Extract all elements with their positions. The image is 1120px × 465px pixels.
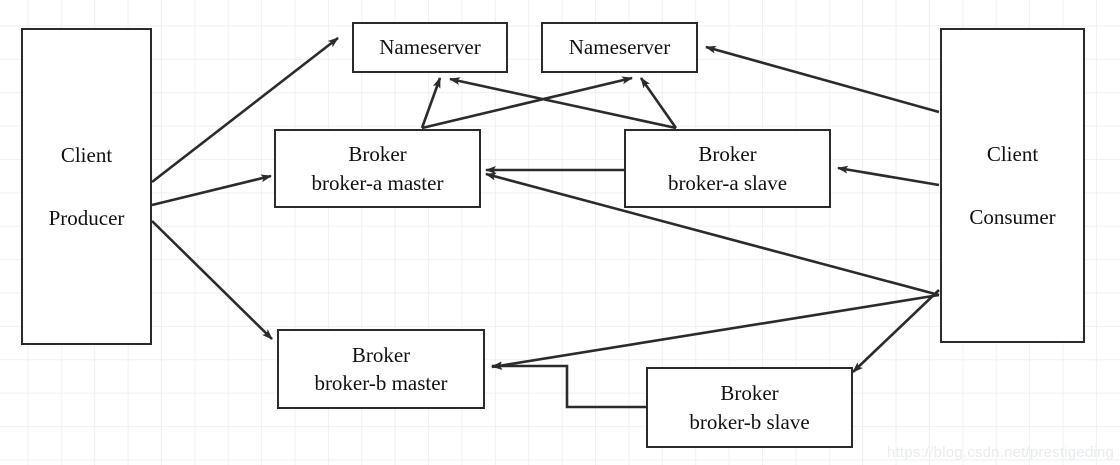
edge-producer-to-broker-a-master <box>151 174 272 207</box>
edge-broker-a-slave-to-nameserver2 <box>639 77 678 129</box>
node-label-primary: Nameserver <box>568 35 671 60</box>
node-nameserver-2[interactable]: Nameserver <box>541 22 698 73</box>
node-label-primary: Client <box>986 142 1039 167</box>
node-label-secondary: broker-b slave <box>689 409 810 434</box>
node-broker-a-master[interactable]: Broker broker-a master <box>274 129 481 208</box>
edge-broker-a-master-to-nameserver1 <box>420 77 442 129</box>
node-broker-b-master[interactable]: Broker broker-b master <box>277 329 485 409</box>
edge-broker-a-slave-to-nameserver1 <box>449 77 677 130</box>
node-broker-a-slave[interactable]: Broker broker-a slave <box>624 129 831 208</box>
node-label-primary: Nameserver <box>379 35 481 60</box>
edge-consumer-to-broker-b-master <box>491 293 940 370</box>
node-label-secondary: broker-a slave <box>667 170 788 195</box>
node-label-primary: Broker <box>720 381 779 406</box>
node-client-consumer[interactable]: Client Consumer <box>940 28 1085 343</box>
edge-consumer-to-nameserver2 <box>705 45 940 114</box>
node-label-secondary: Producer <box>48 205 125 230</box>
node-label-primary: Broker <box>348 142 407 167</box>
node-label-secondary: broker-a master <box>311 170 444 195</box>
node-label-primary: Broker <box>698 142 757 167</box>
node-nameserver-1[interactable]: Nameserver <box>352 22 508 73</box>
node-label-secondary: Consumer <box>969 204 1056 229</box>
edge-broker-a-master-to-nameserver2 <box>421 76 633 130</box>
edge-broker-b-slave-to-broker-b-master <box>491 362 646 409</box>
node-broker-b-slave[interactable]: Broker broker-b slave <box>646 367 853 448</box>
node-label-primary: Broker <box>351 342 411 367</box>
node-label-secondary: broker-b master <box>314 371 448 395</box>
node-label-primary: Client <box>60 143 113 168</box>
watermark: https://blog.csdn.net/prestigeding <box>887 444 1114 461</box>
edge-producer-to-broker-b-master <box>151 220 273 340</box>
edge-consumer-to-broker-b-slave <box>852 289 940 373</box>
node-client-producer[interactable]: Client Producer <box>21 28 152 345</box>
edge-consumer-to-broker-a-slave <box>837 165 940 187</box>
